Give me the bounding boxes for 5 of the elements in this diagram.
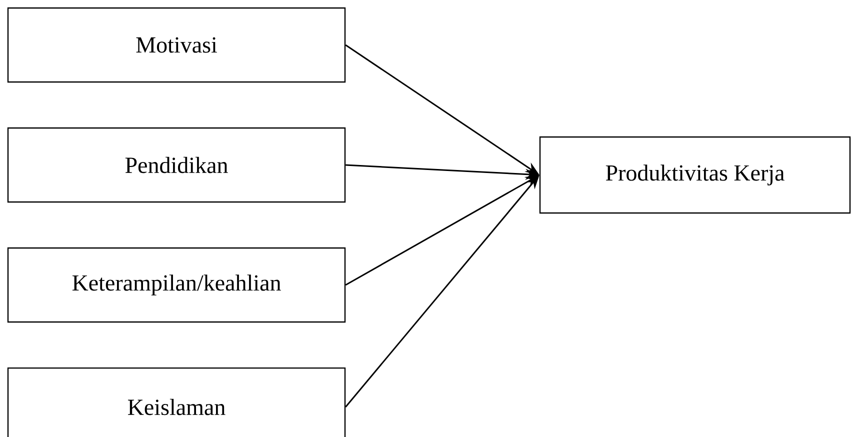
text-box: Keterampilan/keahlian xyxy=(7,247,346,323)
text-box: Pendidikan xyxy=(7,127,346,203)
text-box: Produktivitas Kerja xyxy=(539,136,851,214)
text-box: Motivasi xyxy=(7,7,346,83)
text-box: Keislaman xyxy=(7,367,346,437)
